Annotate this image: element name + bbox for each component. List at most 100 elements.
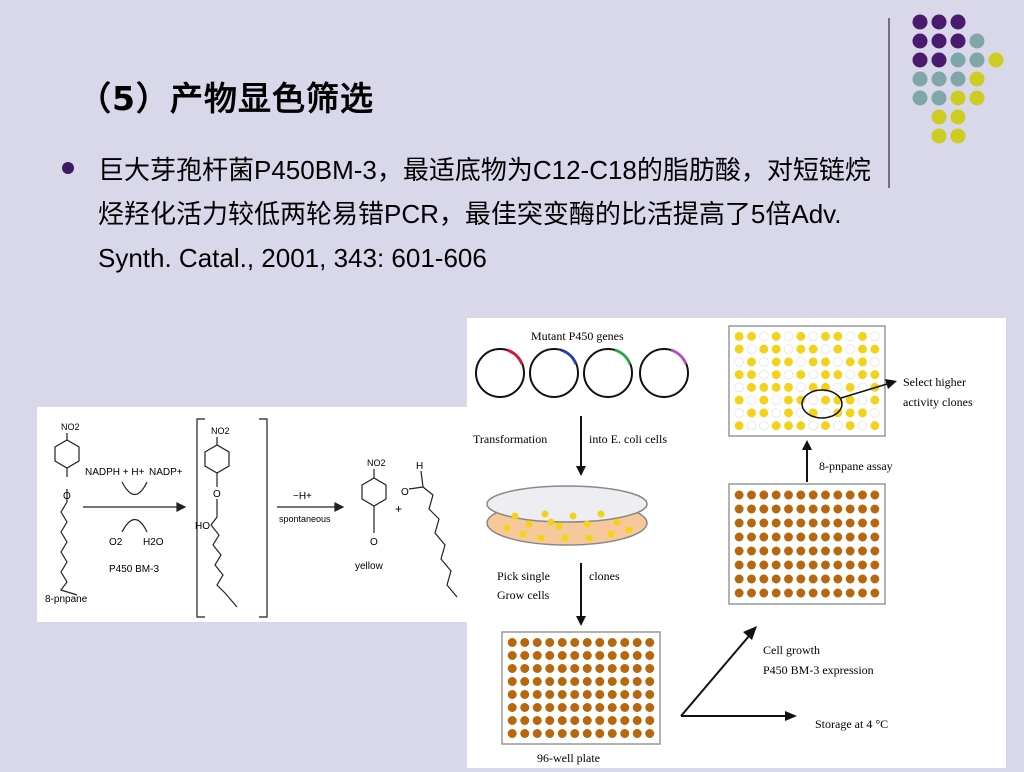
well <box>845 357 855 367</box>
screening-workflow-figure: Mutant P450 genes Transformation into E.… <box>467 318 1006 768</box>
plasmid-1-icon <box>475 348 525 398</box>
well <box>845 490 855 500</box>
pick-single-label: Pick single <box>497 569 550 583</box>
decorative-dot <box>931 71 947 87</box>
well <box>759 408 769 418</box>
well <box>734 588 744 598</box>
well <box>532 716 542 725</box>
well <box>845 421 855 431</box>
well <box>759 532 769 542</box>
well <box>796 588 806 598</box>
well <box>532 638 542 647</box>
aldehyde-h-label: H <box>416 461 423 472</box>
well <box>845 395 855 405</box>
well <box>784 421 793 431</box>
well <box>545 664 555 673</box>
substrate-name-label: 8-pnpane <box>45 594 88 605</box>
mutant-genes-label: Mutant P450 genes <box>531 329 624 343</box>
decorative-dot <box>950 90 966 106</box>
well <box>771 574 781 584</box>
well <box>771 518 781 528</box>
well <box>759 357 769 367</box>
well <box>747 370 756 380</box>
decorative-dot <box>912 90 928 106</box>
well <box>645 729 655 738</box>
well <box>557 729 567 738</box>
well <box>833 546 843 556</box>
decorative-dot <box>931 33 947 49</box>
well <box>870 395 880 405</box>
well <box>607 677 617 686</box>
colony-dot <box>519 530 527 538</box>
well <box>845 331 855 342</box>
well <box>783 369 794 380</box>
decorative-dot <box>950 14 966 30</box>
well <box>796 370 806 380</box>
well <box>784 588 793 598</box>
well <box>796 490 806 500</box>
well <box>557 677 567 686</box>
well <box>620 638 630 647</box>
well <box>796 357 806 367</box>
well <box>507 716 517 725</box>
well <box>845 408 855 418</box>
well <box>821 546 830 556</box>
well <box>821 490 830 500</box>
well <box>595 677 605 686</box>
colony-dot <box>503 524 511 532</box>
well <box>870 574 880 584</box>
expression-plate-icon <box>728 483 886 605</box>
well <box>845 504 855 514</box>
well <box>532 690 542 699</box>
decorative-dot <box>950 33 966 49</box>
well <box>821 504 830 514</box>
well <box>759 382 769 392</box>
well <box>771 546 781 556</box>
well <box>858 532 867 542</box>
well <box>771 532 781 542</box>
well <box>771 370 781 380</box>
well <box>771 382 781 392</box>
well <box>746 344 757 354</box>
well <box>520 664 530 673</box>
well <box>507 703 517 712</box>
well <box>595 638 605 647</box>
plasmid-2-icon <box>529 348 579 398</box>
transformation-label: Transformation <box>473 432 547 446</box>
well <box>645 690 655 699</box>
cell-growth-label: Cell growth <box>763 643 820 657</box>
well <box>595 651 605 660</box>
well <box>645 638 655 647</box>
well <box>620 716 630 725</box>
well <box>858 408 867 418</box>
well <box>747 532 756 542</box>
well <box>784 546 793 556</box>
well <box>746 420 757 431</box>
well <box>771 490 781 500</box>
well <box>747 504 756 514</box>
well <box>545 703 555 712</box>
well <box>759 490 769 500</box>
well <box>870 357 880 367</box>
well <box>808 369 818 380</box>
intermediate-nitro-label: NO2 <box>211 426 230 436</box>
decorative-dot <box>912 14 928 30</box>
well <box>734 395 744 405</box>
well <box>632 690 642 699</box>
well <box>845 344 855 354</box>
well <box>821 370 830 380</box>
decorative-dot <box>912 33 928 49</box>
well <box>858 504 867 514</box>
select-label-line2: activity clones <box>903 395 973 409</box>
well <box>783 344 794 354</box>
well <box>734 518 744 528</box>
well <box>833 357 843 367</box>
well <box>821 588 830 598</box>
well <box>570 664 580 673</box>
well <box>507 690 517 699</box>
well <box>808 420 818 431</box>
well <box>557 651 567 660</box>
well <box>620 703 630 712</box>
well <box>796 344 806 354</box>
colony-dot <box>511 512 519 520</box>
